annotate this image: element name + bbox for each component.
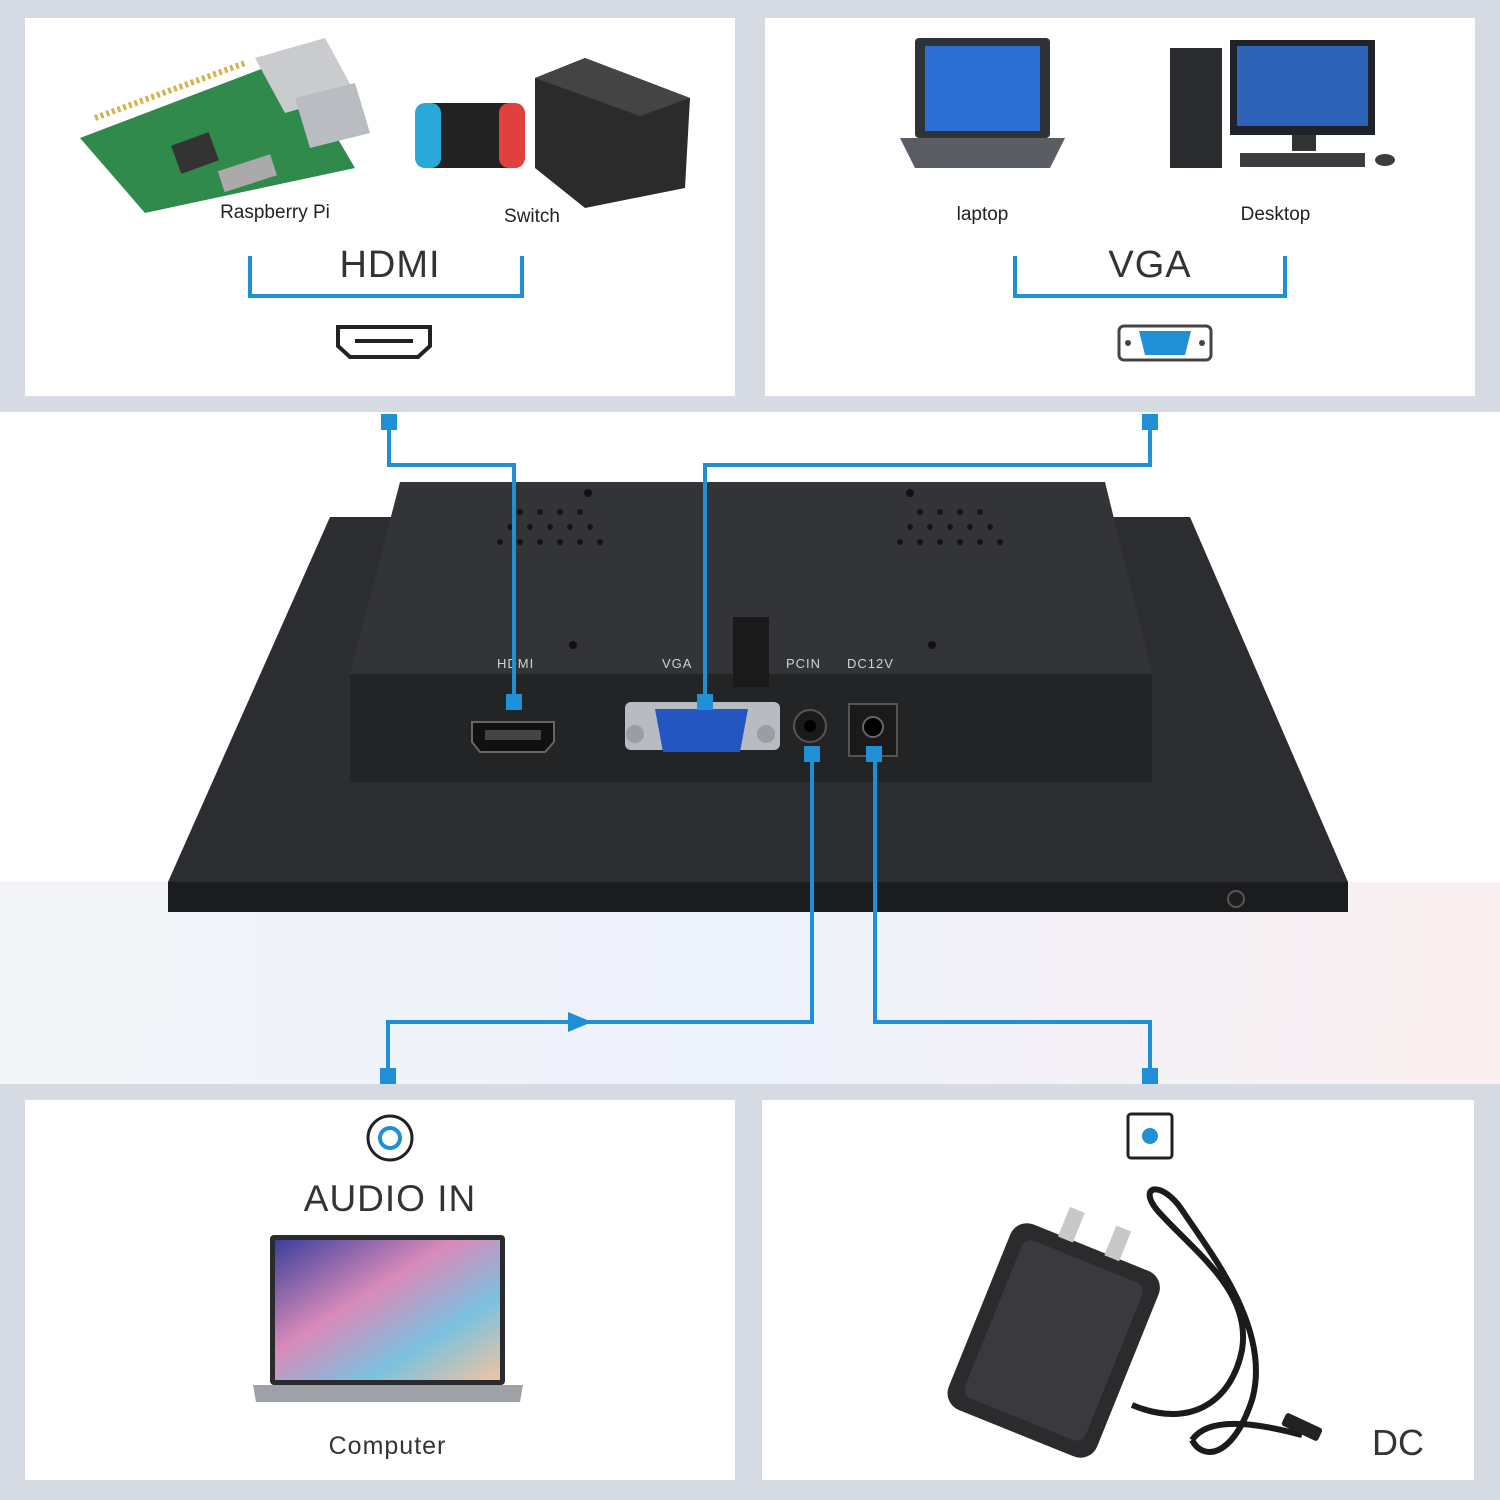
audio-jack-icon [366, 1114, 414, 1162]
device-label-laptop: laptop [956, 204, 1009, 225]
device-label-computer: Computer [328, 1432, 447, 1460]
audio-in-panel: AUDIO IN Computer [25, 1100, 735, 1480]
vga-port-title: VGA [1108, 244, 1192, 286]
vga-bracket [1013, 256, 1287, 298]
hdmi-panel: Raspberry Pi Switch HDMI [25, 18, 735, 396]
audio-jack [793, 709, 827, 743]
speaker-grille-right [897, 509, 1003, 545]
laptop-image [900, 38, 1065, 168]
computer-laptop-image [253, 1235, 523, 1402]
monitor-label-dc12v: DC12V [847, 656, 894, 671]
vga-panel: laptop Desktop VGA [765, 18, 1475, 396]
vga-devices-illustration [900, 38, 1395, 168]
dc-jack-icon [1126, 1112, 1174, 1160]
vga-port [625, 702, 780, 752]
dc-panel: DC [762, 1100, 1474, 1480]
raspberry-pi-image [80, 38, 370, 213]
monitor-illustration [0, 482, 1500, 1084]
monitor-rear-view-area: HDMI VGA PCIN DC12V [0, 412, 1500, 1084]
vga-port-icon [1117, 324, 1213, 362]
monitor-rear-box [350, 482, 1152, 674]
speaker-grille-left [497, 509, 603, 545]
desktop-computer-image [1170, 40, 1395, 168]
monitor-label-vga: VGA [662, 656, 693, 671]
hdmi-bracket [248, 256, 524, 298]
dc-title: DC [1372, 1422, 1424, 1463]
hdmi-port-title: HDMI [339, 244, 441, 286]
switch-console-image [415, 58, 690, 208]
ac-adapter-image [947, 1186, 1323, 1458]
hdmi-devices-illustration [80, 38, 690, 213]
audio-in-title: AUDIO IN [303, 1178, 477, 1219]
device-label-switch: Switch [504, 206, 560, 227]
device-label-desktop: Desktop [1240, 204, 1311, 225]
hdmi-port [471, 721, 555, 753]
hdmi-port-icon [336, 325, 432, 359]
device-label-raspberry-pi: Raspberry Pi [220, 202, 330, 223]
monitor-label-pcin: PCIN [786, 656, 822, 671]
